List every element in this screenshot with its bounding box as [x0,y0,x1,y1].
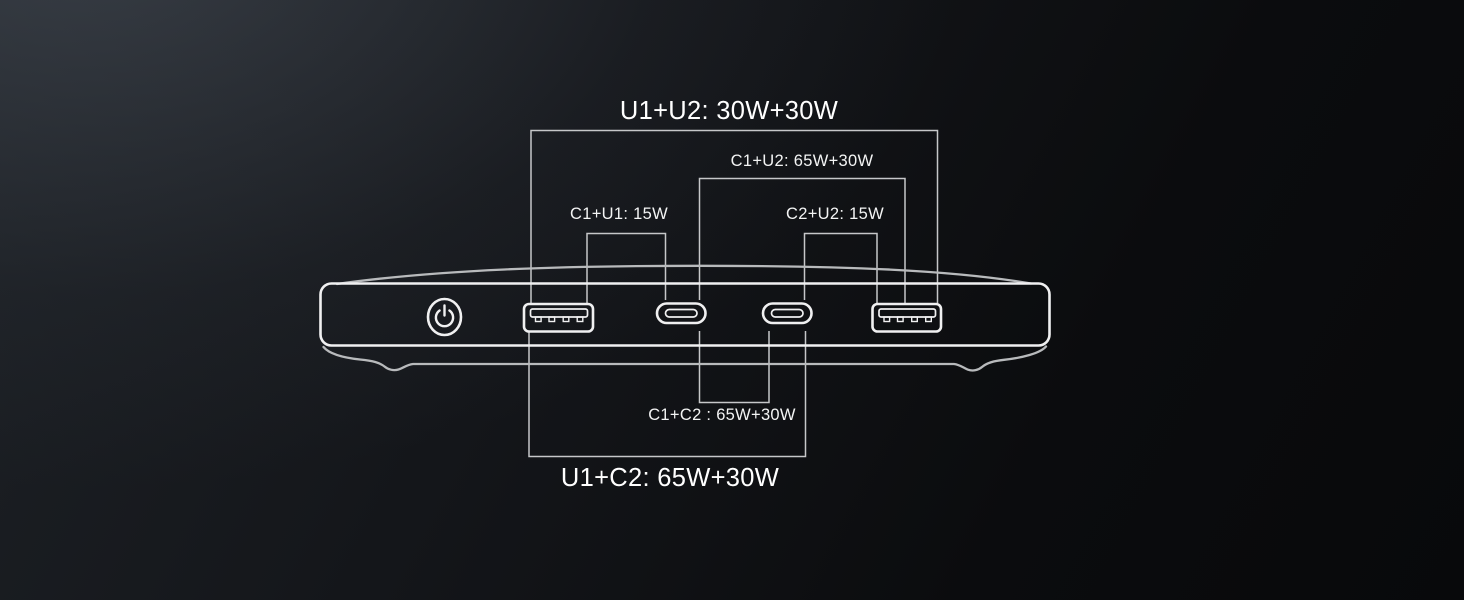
powerbank-outline [319,264,1051,372]
combo-label-u1-c2: U1+C2: 65W+30W [560,464,780,492]
device-base-feet [322,345,1048,372]
power-button-ring [426,297,463,337]
annotation-brackets [528,129,939,458]
usb-a-port-u1 [522,302,595,333]
combo-label-c1-c2: C1+C2 : 65W+30W [648,406,796,424]
combo-label-u1-u2: U1+U2: 30W+30W [619,97,839,125]
bracket-c1-u1 [586,232,667,304]
device-body [319,282,1051,347]
bracket-c1-c2 [698,331,770,404]
top-surface-edge [335,264,1033,286]
usb-c-port-c2 [761,302,813,325]
combo-label-c1-u1: C1+U1: 15W [570,205,668,223]
bracket-u1-u2 [530,129,939,304]
power-icon [434,309,455,328]
combo-label-c2-u2: C2+U2: 15W [786,205,884,223]
power-button [426,297,463,337]
bracket-c1-u2 [698,177,906,303]
combo-label-c1-u2: C1+U2: 65W+30W [730,152,874,170]
bracket-u1-c2 [528,331,807,458]
usb-c-port-c1 [655,302,707,325]
usb-a-port-u2 [871,302,943,333]
